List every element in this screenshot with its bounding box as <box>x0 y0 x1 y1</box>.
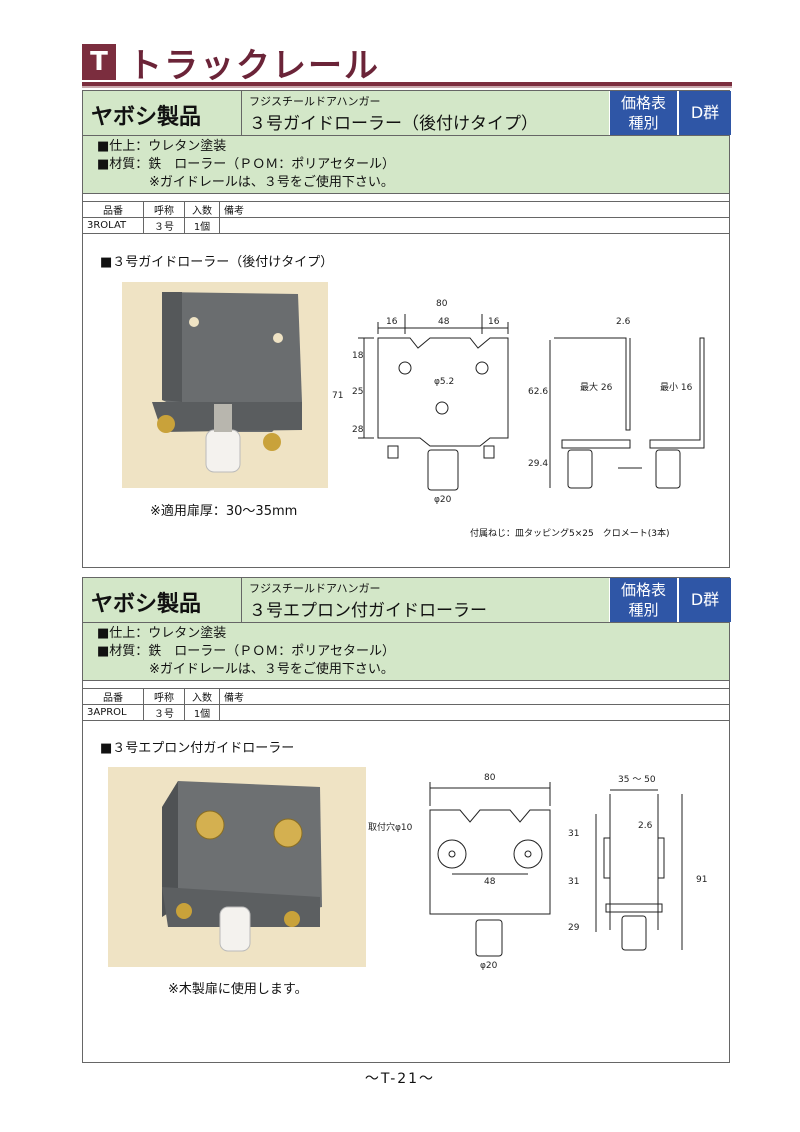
product-subtitle: フジスチールドアハンガー <box>249 582 381 595</box>
table-header-row: 品番 呼称 入数 備考 <box>82 201 730 218</box>
price-group-box: D群 <box>677 91 731 135</box>
price-label-1: 価格表 <box>620 581 666 599</box>
photo-caption: ※適用扉厚：30〜35mm <box>150 504 298 519</box>
figure-caption: ■３号エプロン付ガイドローラー <box>100 741 295 756</box>
dim-label: 48 <box>484 877 496 887</box>
table-header: 呼称 <box>143 688 185 705</box>
price-label-2: 種別 <box>628 114 659 132</box>
dim-label: 18 <box>352 351 364 361</box>
table-header: 入数 <box>184 201 220 218</box>
dim-label: 48 <box>438 317 450 327</box>
maker-label: ヤボシ製品 <box>91 105 202 130</box>
dim-label: 35 〜 50 <box>618 775 656 785</box>
table-header: 呼称 <box>143 201 185 218</box>
dim-label: φ20 <box>480 961 498 971</box>
price-group-box: D群 <box>677 578 731 622</box>
dim-label: φ20 <box>434 495 452 505</box>
spec-line: ■仕上：ウレタン塗装 <box>97 139 227 154</box>
product-table-2: 品番 呼称 入数 備考 3APROL ３号 1個 <box>82 688 730 721</box>
apron-roller-photo-drawing <box>162 781 322 952</box>
dim-label: 25 <box>352 387 363 397</box>
table-header: 品番 <box>82 201 144 218</box>
dim-label: 31 <box>568 877 579 887</box>
dim-label: 2.6 <box>638 821 653 831</box>
product-name: ３号ガイドローラー（後付けタイプ） <box>249 114 538 134</box>
price-label-2: 種別 <box>628 601 659 619</box>
table-header: 備考 <box>219 201 730 218</box>
page-title: トラックレール <box>128 46 380 86</box>
product-photo-2 <box>108 767 366 967</box>
screw-note: 付属ねじ：皿タッピング5×25 クロメート(3本) <box>470 529 670 539</box>
spec-line: ■仕上：ウレタン塗装 <box>97 626 227 641</box>
maker-label: ヤボシ製品 <box>91 592 202 617</box>
section-badge: T <box>82 44 116 80</box>
product-table-1: 品番 呼称 入数 備考 3ROLAT ３号 1個 <box>82 201 730 234</box>
table-row: 3APROL ３号 1個 <box>82 704 730 721</box>
table-cell: 1個 <box>184 704 220 721</box>
spec-line: ■材質：鉄 ローラー（ＰＯＭ：ポリアセタール） <box>97 157 396 172</box>
table-header: 入数 <box>184 688 220 705</box>
table-header: 品番 <box>82 688 144 705</box>
spec-line: ■材質：鉄 ローラー（ＰＯＭ：ポリアセタール） <box>97 644 396 659</box>
dim-label: 最大 26 <box>580 381 613 393</box>
dim-label: 80 <box>436 299 448 309</box>
dim-label: 80 <box>484 773 496 783</box>
photo-caption: ※木製扉に使用します。 <box>168 982 308 997</box>
dim-label: 31 <box>568 829 579 839</box>
spec-line: ※ガイドレールは、３号をご使用下さい。 <box>97 662 394 677</box>
dim-label: 16 <box>488 317 500 327</box>
header-rule-light <box>82 86 732 88</box>
dim-label: 91 <box>696 875 707 885</box>
dim-label: 取付穴φ10 <box>368 821 413 833</box>
table-cell <box>219 704 730 721</box>
table-row: 3ROLAT ３号 1個 <box>82 217 730 234</box>
dim-label: 29 <box>568 923 580 933</box>
divider <box>241 91 242 135</box>
table-cell: ３号 <box>143 217 185 234</box>
roller-photo-drawing <box>152 292 302 473</box>
table-cell: 3ROLAT <box>82 217 144 234</box>
dim-label: 最小 16 <box>660 382 693 393</box>
product-title-bar-1: ヤボシ製品 フジスチールドアハンガー ３号ガイドローラー（後付けタイプ） 価格表… <box>82 90 731 136</box>
dimension-drawing-1: 80 16 48 16 71 18 25 28 φ5.2 φ20 2.6 62.… <box>332 299 705 505</box>
page-number: 〜T-21〜 <box>364 1071 436 1087</box>
product-subtitle: フジスチールドアハンガー <box>249 95 381 108</box>
figure-caption: ■３号ガイドローラー（後付けタイプ） <box>100 255 334 270</box>
divider <box>241 578 242 622</box>
dimension-drawing-2: 80 取付穴φ10 48 φ20 35 〜 50 2.6 31 31 29 91 <box>368 773 707 971</box>
price-type-box: 価格表 種別 <box>609 578 677 622</box>
header-rule <box>82 82 732 86</box>
product-title-bar-2: ヤボシ製品 フジスチールドアハンガー ３号エプロン付ガイドローラー 価格表 種別… <box>82 577 731 623</box>
dim-label: 16 <box>386 317 398 327</box>
spec-block-2: ■仕上：ウレタン塗装 ■材質：鉄 ローラー（ＰＯＭ：ポリアセタール） ※ガイドレ… <box>82 623 730 681</box>
spec-block-1: ■仕上：ウレタン塗装 ■材質：鉄 ローラー（ＰＯＭ：ポリアセタール） ※ガイドレ… <box>82 136 730 194</box>
dim-label: 2.6 <box>616 317 631 327</box>
table-header-row: 品番 呼称 入数 備考 <box>82 688 730 705</box>
table-cell: 1個 <box>184 217 220 234</box>
dim-label: 28 <box>352 425 364 435</box>
dim-label: 29.4 <box>528 459 548 469</box>
table-cell: 3APROL <box>82 704 144 721</box>
price-type-box: 価格表 種別 <box>609 91 677 135</box>
table-cell <box>219 217 730 234</box>
table-header: 備考 <box>219 688 730 705</box>
dim-label: 62.6 <box>528 387 548 397</box>
dim-label: 71 <box>332 391 343 401</box>
dim-label: φ5.2 <box>434 377 454 387</box>
table-cell: ３号 <box>143 704 185 721</box>
product-name: ３号エプロン付ガイドローラー <box>249 601 487 621</box>
spec-line: ※ガイドレールは、３号をご使用下さい。 <box>97 175 394 190</box>
product-photo-1 <box>122 282 328 488</box>
price-label-1: 価格表 <box>620 94 666 112</box>
